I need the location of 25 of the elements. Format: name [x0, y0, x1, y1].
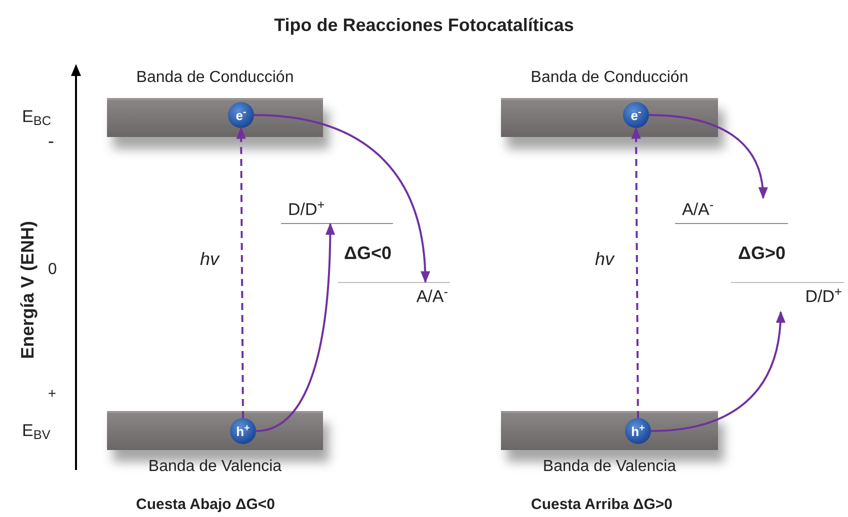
tick-label: 0	[48, 260, 57, 280]
delta-g-label: ΔG>0	[738, 242, 786, 265]
redox-level: A/A$^{-}$	[675, 198, 788, 224]
transfer-arrow	[256, 222, 335, 432]
transfer-arrow	[650, 310, 785, 432]
transfer-arrow	[254, 114, 430, 284]
band-label: Banda de Valencia	[542, 457, 678, 477]
excitation-arrow	[236, 126, 246, 418]
energy-level-label: E$_{BC}$	[22, 106, 52, 130]
delta-g-label: ΔG<0	[344, 242, 392, 265]
energy-level-label: E$_{BV}$	[22, 420, 50, 444]
sign-label: -	[48, 130, 54, 153]
axis-title: Energía V (ENH)	[16, 220, 38, 360]
sign-label: +	[48, 384, 56, 403]
redox-level: D/D$^{+}$	[731, 282, 844, 312]
caption: Cuesta Abajo ΔG<0	[136, 495, 276, 515]
redox-level: A/A$^{-}$	[338, 282, 450, 312]
redox-level: D/D$^{+}$	[281, 198, 393, 224]
caption: Cuesta Arriba ΔG>0	[531, 495, 673, 515]
band-label: Banda de Valencia	[147, 457, 283, 477]
excitation-arrow	[631, 126, 641, 418]
band-label: Banda de Conducción	[530, 68, 690, 88]
band-label: Banda de Conducción	[135, 68, 295, 88]
diagram-title: Tipo de Reacciones Fotocatalíticas	[274, 14, 574, 37]
transfer-arrow	[648, 114, 768, 200]
